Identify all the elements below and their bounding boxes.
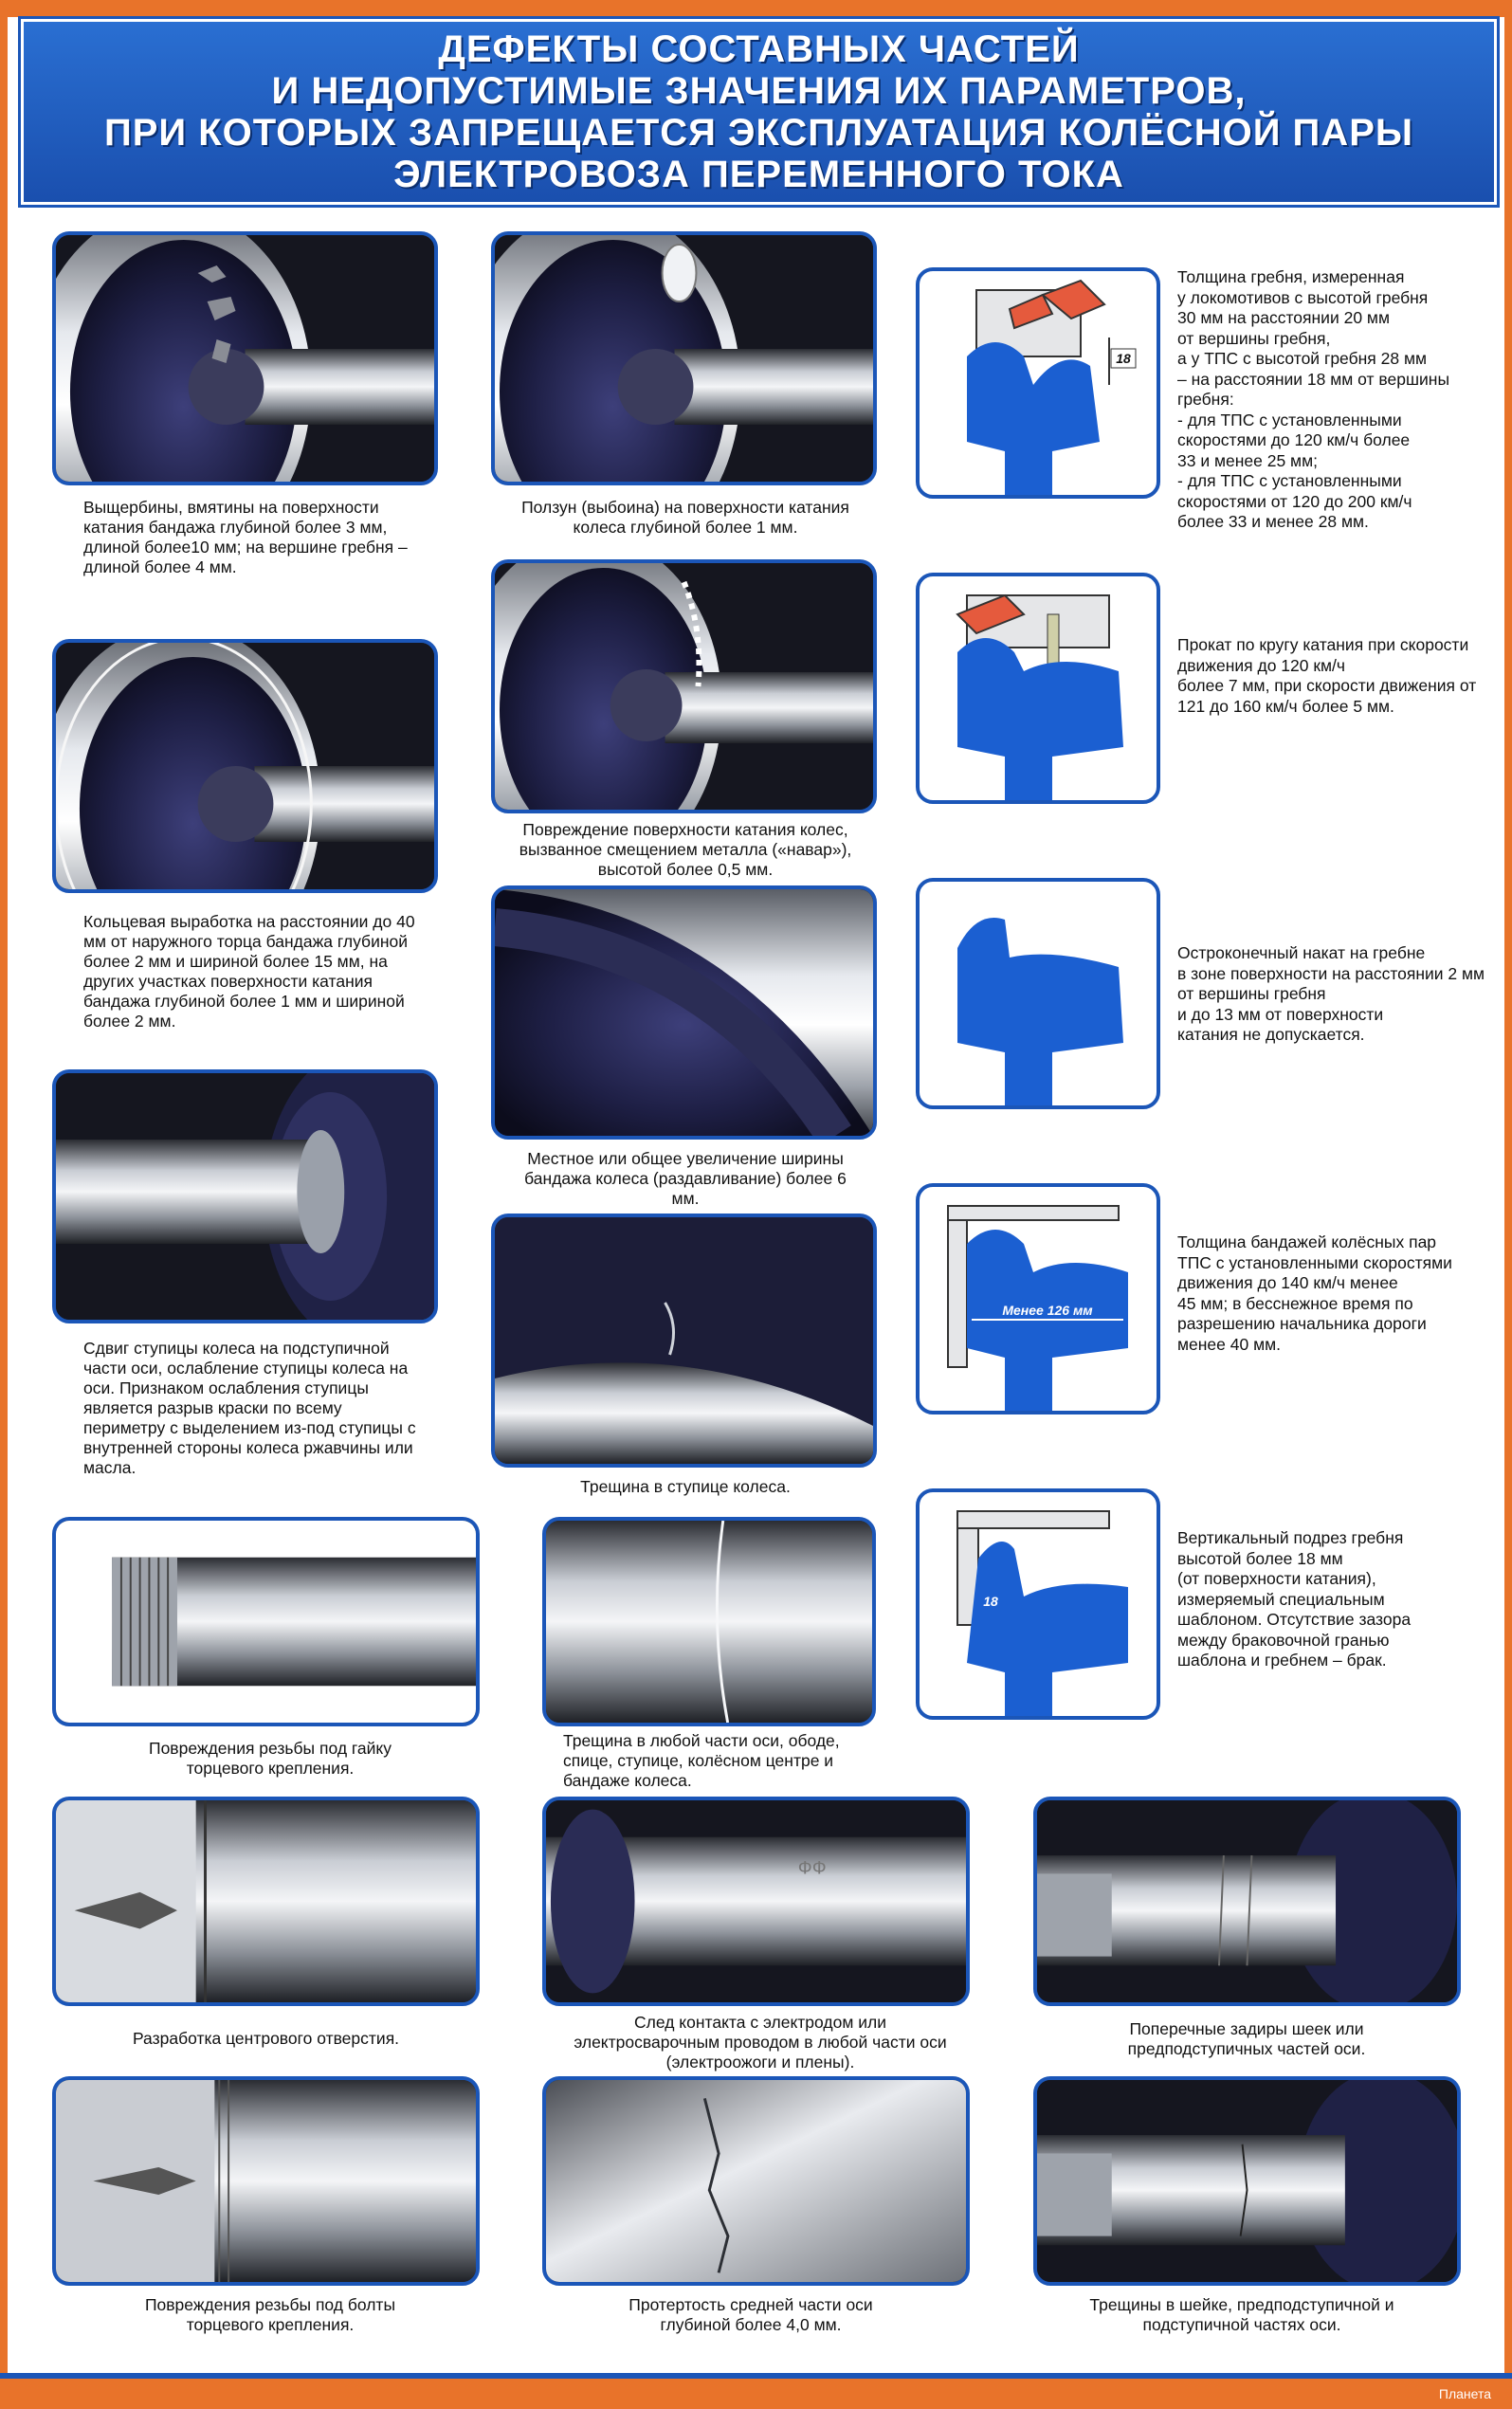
defect-photo-journal-cracks	[1033, 2076, 1461, 2286]
defect-photo-transverse-scoring	[1033, 1797, 1461, 2006]
diagram-tire-thickness: Менее 126 мм	[916, 1183, 1160, 1414]
poster-title: ДЕФЕКТЫ СОСТАВНЫХ ЧАСТЕЙ И НЕДОПУСТИМЫЕ …	[21, 19, 1497, 205]
left-frame	[0, 0, 8, 2409]
svg-text:ФФ: ФФ	[798, 1858, 827, 1879]
defect-photo-thread-nut	[52, 1517, 480, 1726]
param-vertical-undercut: Вертикальный подрез гребня высотой более…	[1177, 1528, 1412, 1670]
diagram-pointed-flange	[916, 878, 1160, 1109]
defect-photo-metal-shift	[491, 559, 877, 813]
title-line-2: И НЕДОПУСТИМЫЕ ЗНАЧЕНИЯ ИХ ПАРАМЕТРОВ,	[271, 70, 1247, 112]
defect-photo-ring-wear	[52, 639, 438, 893]
param-rolling-wear: Прокат по кругу катания при скорости дви…	[1177, 635, 1477, 716]
caption-center-hole: Разработка центрового отверстия.	[132, 2029, 400, 2048]
publisher-logo: Планета	[1438, 2386, 1491, 2401]
caption-worn-middle: Протертость средней части оси глубиной б…	[628, 2295, 873, 2334]
caption-axle-crack: Трещина в любой части оси, ободе, спице,…	[563, 1731, 840, 1790]
caption-hub-shift: Сдвиг ступицы колеса на подступичной час…	[83, 1339, 416, 1477]
bottom-stripe	[0, 2373, 1512, 2379]
caption-metal-shift: Повреждение поверхности катания колес, в…	[519, 820, 852, 879]
defect-photo-worn-middle	[542, 2076, 970, 2286]
bottom-frame	[0, 2373, 1512, 2409]
defect-photo-hub-crack	[491, 1214, 877, 1468]
caption-transverse-scoring: Поперечные задиры шеек или предподступич…	[1127, 2019, 1366, 2058]
defect-photo-chips	[52, 231, 438, 485]
top-frame	[0, 0, 1512, 17]
diagram-flange-thickness: 18	[916, 267, 1160, 499]
defect-photo-thread-bolts	[52, 2076, 480, 2286]
caption-width-increase: Местное или общее увеличение ширины банд…	[524, 1149, 847, 1208]
param-flange-thickness: Толщина гребня, измеренная у локомотивов…	[1177, 267, 1450, 531]
defect-photo-flat-spot	[491, 231, 877, 485]
title-line-1: ДЕФЕКТЫ СОСТАВНЫХ ЧАСТЕЙ	[438, 28, 1080, 70]
diagram-vertical-undercut: 18	[916, 1488, 1160, 1720]
flange-height-label: 18	[1116, 351, 1131, 366]
undercut-height-label: 18	[983, 1594, 998, 1609]
defect-photo-hub-shift	[52, 1069, 438, 1323]
caption-hub-crack: Трещина в ступице колеса.	[580, 1477, 791, 1496]
caption-thread-bolts: Повреждения резьбы под болты торцевого к…	[144, 2295, 396, 2334]
caption-ring-wear: Кольцевая выработка на расстоянии до 40 …	[83, 912, 415, 1031]
caption-journal-cracks: Трещины в шейке, предподступичной и подс…	[1089, 2295, 1394, 2334]
caption-chips: Выщербины, вмятины на поверхности катани…	[83, 498, 408, 576]
param-tire-thickness: Толщина бандажей колёсных пар ТПС с уста…	[1177, 1232, 1452, 1354]
param-pointed-flange: Остроконечный накат на гребне в зоне пов…	[1177, 943, 1485, 1044]
defect-photo-center-hole	[52, 1797, 480, 2006]
diagram-rolling-wear	[916, 573, 1160, 804]
defect-photo-axle-crack	[542, 1517, 876, 1726]
right-frame	[1504, 0, 1512, 2409]
defect-photo-width-increase	[491, 885, 877, 1140]
title-line-3: ПРИ КОТОРЫХ ЗАПРЕЩАЕТСЯ ЭКСПЛУАТАЦИЯ КОЛ…	[103, 112, 1414, 154]
tire-thickness-label: Менее 126 мм	[1002, 1303, 1093, 1318]
caption-electrode-burn: След контакта с электродом или электросв…	[574, 2013, 947, 2071]
caption-flat-spot: Ползун (выбоина) на поверхности катания …	[521, 498, 849, 537]
defect-photo-electrode-burn: ФФ	[542, 1797, 970, 2006]
title-line-4: ЭЛЕКТРОВОЗА ПЕРЕМЕННОГО ТОКА	[393, 154, 1124, 195]
caption-thread-nut: Повреждения резьбы под гайку торцевого к…	[149, 1739, 392, 1778]
